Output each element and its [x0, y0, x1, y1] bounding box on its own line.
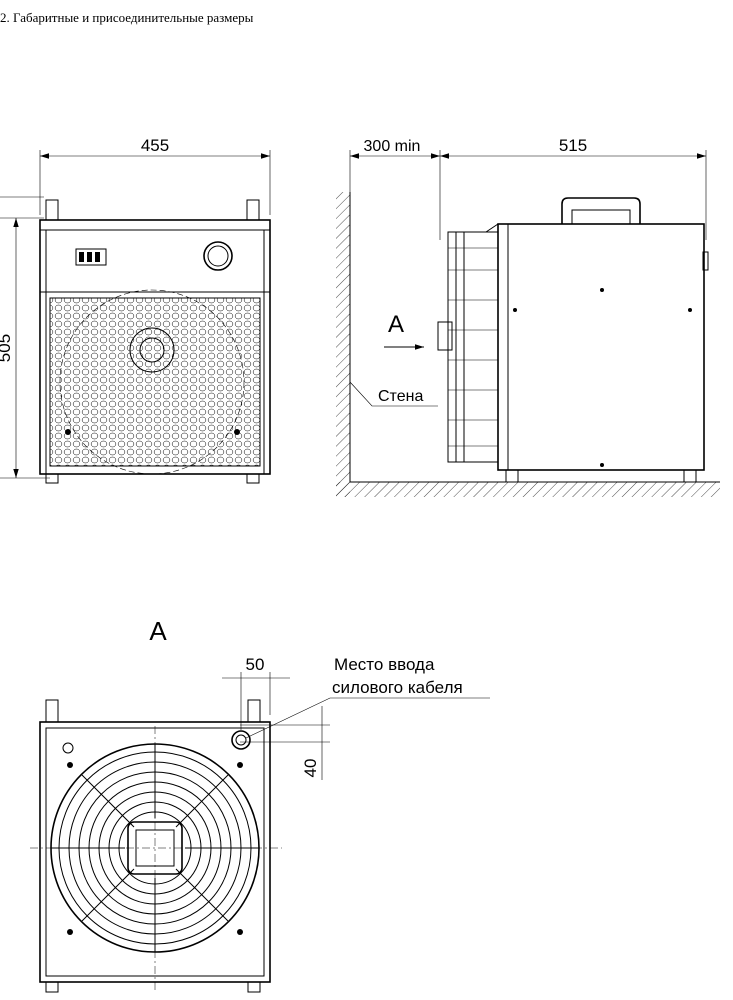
switch-panel — [75, 248, 107, 266]
airflow-label: A — [388, 311, 404, 338]
cable-entry-line1: Место ввода — [334, 655, 435, 674]
section-heading: 2. Габаритные и присоединительные размер… — [0, 10, 254, 25]
fan-guard-side — [447, 231, 499, 463]
front-height-dim: 505 — [0, 334, 14, 362]
rear-view: A 50 40 Место ввода силового кабеля — [30, 616, 490, 993]
offset-x-dim: 50 — [246, 655, 265, 674]
foot-right — [246, 473, 260, 484]
front-view: 455 505 — [0, 136, 271, 484]
foot-left — [45, 473, 59, 484]
handle-post-left — [45, 199, 59, 221]
depth-dim: 515 — [559, 136, 587, 155]
cable-entry-line2: силового кабеля — [332, 678, 463, 697]
front-width-dim: 455 — [141, 136, 169, 155]
wall-hatch — [336, 192, 350, 497]
side-housing — [497, 223, 705, 471]
wall-label: Стена — [378, 388, 423, 405]
offset-y-dim: 40 — [301, 759, 320, 778]
handle-post-right — [246, 199, 260, 221]
cable-gland — [231, 730, 251, 750]
side-view: 300 min 515 A Стена — [336, 136, 720, 497]
side-foot-right — [683, 469, 697, 483]
carry-handle — [561, 197, 641, 224]
wall-leader — [349, 381, 438, 407]
cable-entry-leader — [245, 697, 490, 739]
thermostat-knob — [203, 241, 233, 271]
side-foot-left — [505, 469, 519, 483]
clearance-dim: 300 min — [364, 138, 421, 155]
floor-hatch — [336, 482, 720, 497]
fitting — [62, 742, 74, 754]
rear-view-title: A — [149, 616, 167, 646]
front-housing — [39, 219, 271, 475]
